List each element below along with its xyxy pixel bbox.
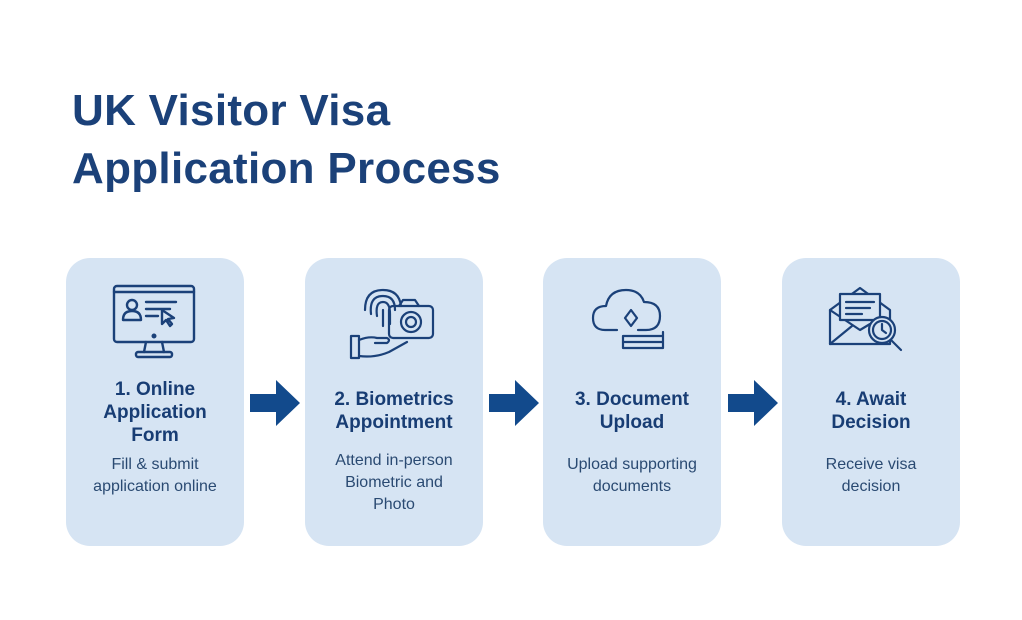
- description-line: Upload supporting: [567, 456, 697, 473]
- arrow-right-icon: [728, 380, 778, 426]
- heading-line: 4. Await: [835, 389, 907, 410]
- description-line: Photo: [373, 496, 415, 513]
- description-line: decision: [841, 478, 901, 495]
- heading-line: Upload: [599, 412, 665, 433]
- envelope-search-icon: [826, 280, 916, 364]
- cloud-upload-icon: [587, 280, 677, 364]
- arrow-right-icon: [489, 380, 539, 426]
- heading-line: 3. Document: [574, 389, 690, 410]
- step-heading: 1. Online Application Form: [66, 378, 244, 447]
- step-description: Receive visa decision: [782, 454, 960, 498]
- description-line: Attend in-person: [335, 452, 453, 469]
- heading-line: 2. Biometrics: [334, 389, 454, 410]
- heading-line: Decision: [831, 412, 911, 433]
- heading-line: 1. Online: [114, 379, 196, 400]
- fingerprint-camera-icon: [349, 280, 439, 364]
- heading-line: Form: [131, 425, 179, 446]
- description-line: Fill & submit: [111, 456, 199, 473]
- step-card-1: 1. Online Application Form Fill & submit…: [66, 258, 244, 546]
- step-card-2: 2. Biometrics Appointment Attend in-pers…: [305, 258, 483, 546]
- step-description: Fill & submit application online: [66, 454, 244, 498]
- step-description: Attend in-person Biometric and Photo: [305, 450, 483, 516]
- page-title: UK Visitor Visa Application Process: [72, 82, 501, 198]
- step-heading: 4. Await Decision: [782, 388, 960, 434]
- title-line-1: UK Visitor Visa: [72, 86, 391, 135]
- step-card-3: 3. Document Upload Upload supporting doc…: [543, 258, 721, 546]
- arrow-right-icon: [250, 380, 300, 426]
- heading-line: Appointment: [335, 412, 453, 433]
- heading-line: Application: [103, 402, 207, 423]
- step-card-4: 4. Await Decision Receive visa decision: [782, 258, 960, 546]
- step-description: Upload supporting documents: [543, 454, 721, 498]
- description-line: documents: [592, 478, 672, 495]
- description-line: Receive visa: [825, 456, 917, 473]
- description-line: Biometric and: [345, 474, 443, 491]
- title-line-2: Application Process: [72, 144, 501, 193]
- computer-form-icon: [110, 280, 200, 364]
- step-heading: 3. Document Upload: [543, 388, 721, 434]
- description-line: application online: [93, 478, 217, 495]
- step-heading: 2. Biometrics Appointment: [305, 388, 483, 434]
